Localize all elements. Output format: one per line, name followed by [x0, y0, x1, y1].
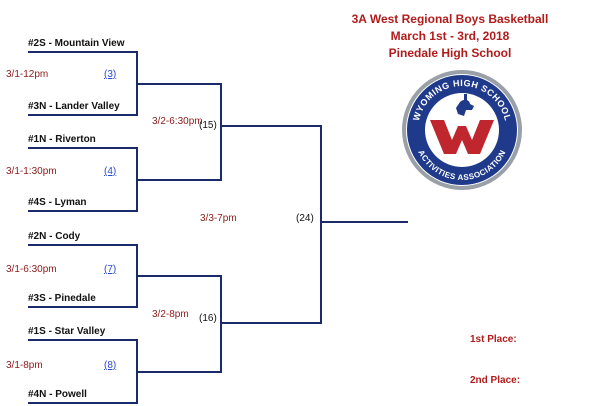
team-slot: #3S - Pinedale: [28, 293, 96, 304]
event-dates: March 1st - 3rd, 2018: [390, 29, 510, 43]
game-link[interactable]: (4): [104, 166, 117, 177]
team-slot: #2S - Mountain View: [28, 38, 125, 49]
game-number: (24): [296, 213, 314, 224]
whsaa-logo: WYOMING HIGH SCHOOL ACTIVITIES ASSOCIATI…: [400, 68, 524, 192]
second-place-label: 2nd Place:: [470, 375, 521, 386]
game-number: (15): [199, 120, 217, 131]
page-title: 3A West Regional Boys Basketball: [351, 12, 549, 26]
game-time: 3/1-12pm: [6, 69, 49, 80]
team-slot: #1N - Riverton: [28, 134, 96, 145]
bucking-horse-w-icon: WYOMING HIGH SCHOOL ACTIVITIES ASSOCIATI…: [402, 70, 522, 190]
team-slot: #1S - Star Valley: [28, 326, 106, 337]
game-time: 3/1-1:30pm: [6, 166, 57, 177]
game-link[interactable]: (7): [104, 264, 117, 275]
team-slot: #4S - Lyman: [28, 197, 87, 208]
game-time: 3/2-6:30pm: [152, 116, 203, 127]
game-time: 3/2-8pm: [152, 309, 189, 320]
game-number: (16): [199, 313, 217, 324]
game-link[interactable]: (8): [104, 360, 117, 371]
team-slot: #3N - Lander Valley: [28, 101, 120, 112]
game-time: 3/1-8pm: [6, 360, 43, 371]
game-time: 3/3-7pm: [200, 213, 237, 224]
first-place-label: 1st Place:: [470, 334, 517, 345]
team-slot: #2N - Cody: [28, 231, 81, 242]
game-link[interactable]: (3): [104, 69, 117, 80]
team-slot: #4N - Powell: [28, 389, 87, 400]
event-venue: Pinedale High School: [388, 46, 512, 60]
game-time: 3/1-6:30pm: [6, 264, 57, 275]
